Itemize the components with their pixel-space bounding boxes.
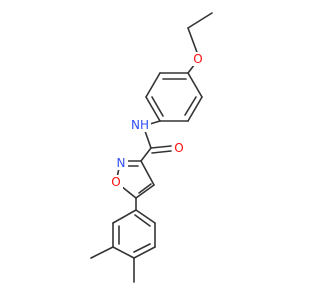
bond-c5-c4 — [135, 184, 155, 199]
bond-aryl-inner-b — [151, 96, 164, 117]
ring-nitrogen-bg — [114, 156, 128, 170]
bond-aryl-n — [149, 120, 161, 125]
bond-dmp-inner-c — [134, 214, 151, 227]
bond-dmp-3-4 — [112, 246, 135, 259]
bond-carbonyl-o-2 — [151, 150, 172, 154]
bond-dmp-1-2 — [112, 209, 137, 224]
bond-aryl-6-1 — [187, 72, 203, 98]
bond-ch3-ch2 — [187, 12, 213, 29]
bond-ch2-ether-o — [187, 27, 199, 56]
bond-carbonyl-c3 — [140, 147, 152, 162]
bond-c4-c3 — [140, 160, 155, 186]
bond-n-carbonyl — [144, 130, 152, 149]
amide-nh-bg — [129, 118, 151, 132]
ether-oxygen-bg — [191, 52, 205, 66]
carbonyl-oxygen-bg — [172, 141, 186, 155]
bond-aryl-2-3 — [145, 72, 161, 98]
bond-dmp-4-5 — [133, 246, 156, 259]
amide-nh-label: NH — [131, 118, 149, 132]
bond-aryl-inner-c — [184, 96, 197, 116]
ring-oxygen-label: O — [111, 175, 120, 189]
bond-c5-c4-inner — [138, 183, 152, 194]
atom-label-layer: O NH O N O — [109, 52, 205, 189]
ether-oxygen-label: O — [193, 52, 202, 66]
molecule-structure: O NH O N O — [90, 12, 213, 283]
bond-aryl-3-4 — [145, 96, 161, 122]
bond-carbonyl-o-1 — [150, 145, 172, 149]
bond-aryl-5-6 — [187, 96, 203, 122]
ring-oxygen-bg — [109, 175, 123, 189]
bond-dmp-inner-b — [133, 243, 151, 253]
bond-methyl-a — [90, 246, 114, 259]
bond-o-c5 — [120, 185, 137, 199]
carbonyl-oxygen-label: O — [174, 141, 183, 155]
ring-nitrogen-label: N — [117, 156, 126, 170]
bond-dmp-6-1 — [135, 209, 156, 224]
